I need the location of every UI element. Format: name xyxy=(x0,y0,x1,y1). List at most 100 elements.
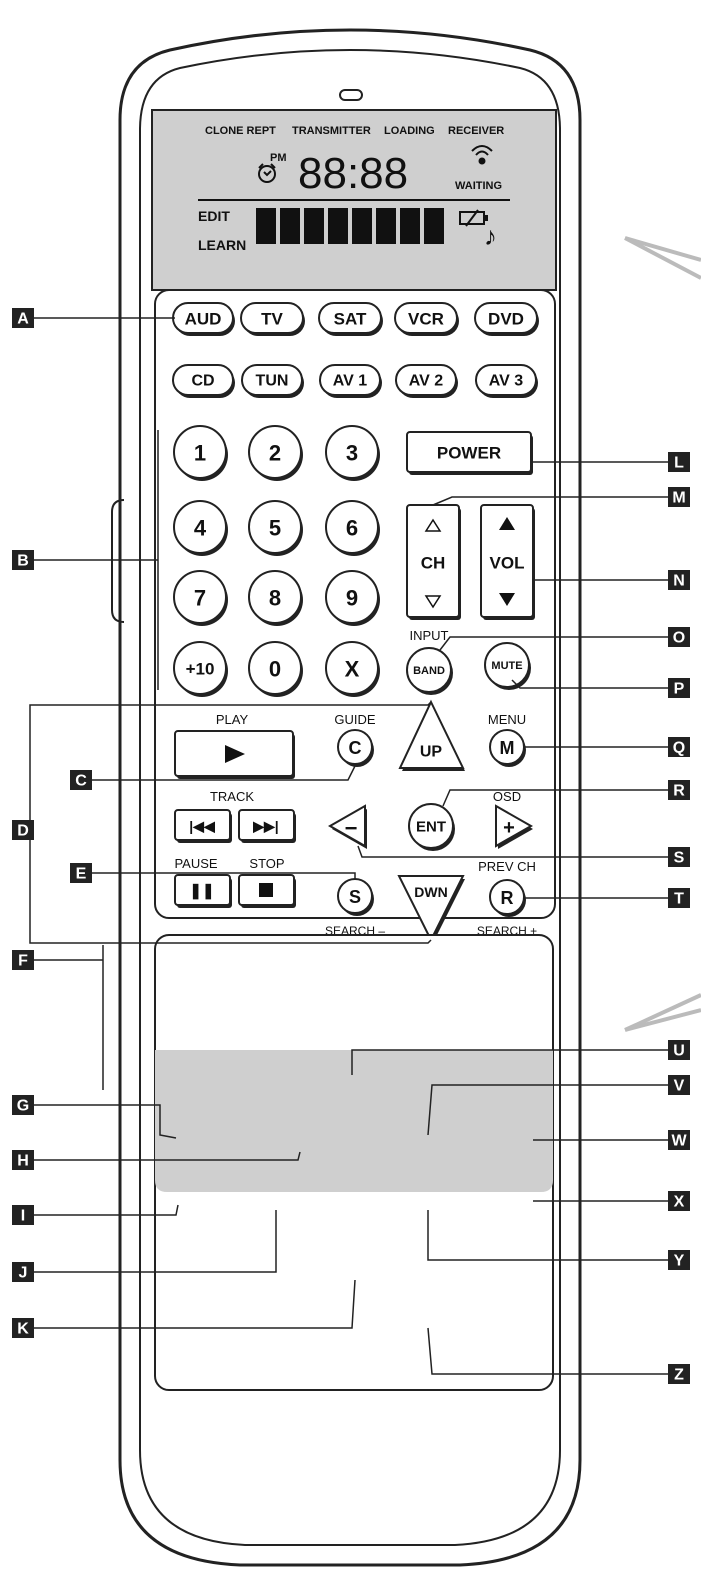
callout-o: O xyxy=(668,627,690,647)
callout-e: E xyxy=(70,863,92,883)
source-button-av3[interactable]: AV 3 xyxy=(475,364,538,398)
source-button-tv[interactable]: TV xyxy=(240,302,305,336)
source-button-av2-label: AV 2 xyxy=(409,373,443,390)
source-button-av1[interactable]: AV 1 xyxy=(319,364,382,398)
callout-g: G xyxy=(12,1095,34,1115)
source-button-aud[interactable]: AUD xyxy=(172,302,235,336)
svg-text:K: K xyxy=(17,1321,29,1338)
band-button[interactable]: BAND xyxy=(406,647,453,695)
source-button-vcr[interactable]: VCR xyxy=(394,302,459,336)
minus-button[interactable]: − xyxy=(327,804,367,849)
lcd-status-receiver: RECEIVER xyxy=(448,125,504,137)
background-decorations xyxy=(624,236,701,1032)
channel-rocker[interactable]: CH xyxy=(406,504,461,620)
keypad-button-9-label: 9 xyxy=(346,586,358,611)
keypad-button-plus10[interactable]: +10 xyxy=(173,641,228,697)
callout-k: K xyxy=(12,1318,34,1338)
keypad-button-4[interactable]: 4 xyxy=(173,500,228,556)
side-grip xyxy=(111,499,125,623)
play-button[interactable] xyxy=(174,730,295,779)
track-next-button[interactable]: ▶▶| xyxy=(238,809,296,843)
leader-line xyxy=(29,701,432,820)
callout-r: R xyxy=(668,780,690,800)
minus-button-label: − xyxy=(345,816,358,841)
keypad-button-1-label: 1 xyxy=(194,441,206,466)
svg-text:L: L xyxy=(674,455,684,472)
pause-button[interactable]: ❚❚ xyxy=(174,874,232,908)
keypad-button-9[interactable]: 9 xyxy=(325,570,380,626)
keypad-button-0-label: 0 xyxy=(269,657,281,682)
svg-text:J: J xyxy=(19,1265,28,1282)
plus-button-label: + xyxy=(503,817,515,839)
power-button[interactable]: POWER xyxy=(406,431,533,475)
callout-w: W xyxy=(668,1130,690,1150)
battery-icon xyxy=(459,209,488,227)
volume-up-icon xyxy=(499,517,515,530)
svg-text:T: T xyxy=(674,891,684,908)
volume-rocker[interactable]: VOL xyxy=(480,504,535,620)
keypad-button-5[interactable]: 5 xyxy=(248,500,303,556)
callout-n: N xyxy=(668,570,690,590)
stop-button[interactable] xyxy=(238,874,296,908)
callout-v: V xyxy=(668,1075,690,1095)
ir-led-window xyxy=(339,89,363,101)
plus-button[interactable]: + xyxy=(495,804,534,849)
lcd-edit: EDIT xyxy=(198,208,230,224)
keypad-button-0[interactable]: 0 xyxy=(248,641,303,697)
mute-button-label: MUTE xyxy=(491,660,522,672)
keypad-button-2[interactable]: 2 xyxy=(248,425,303,481)
up-button[interactable]: UP xyxy=(398,699,465,771)
svg-text:X: X xyxy=(674,1194,685,1211)
source-button-av2[interactable]: AV 2 xyxy=(395,364,458,398)
search-minus-button[interactable]: S xyxy=(337,878,374,916)
channel-down-icon xyxy=(424,595,442,609)
leader-line xyxy=(427,1327,668,1375)
source-button-sat[interactable]: SAT xyxy=(318,302,383,336)
callout-s: S xyxy=(668,847,690,867)
keypad-button-3[interactable]: 3 xyxy=(325,425,380,481)
keypad-button-7[interactable]: 7 xyxy=(173,570,228,626)
leader-line xyxy=(34,1104,177,1139)
keypad-button-1[interactable]: 1 xyxy=(173,425,228,481)
lcd-pm: PM xyxy=(270,152,287,164)
svg-text:Q: Q xyxy=(673,740,685,757)
callout-a: A xyxy=(12,308,34,328)
alarm-clock-icon xyxy=(258,163,276,183)
svg-text:I: I xyxy=(21,1208,25,1225)
play-icon xyxy=(225,745,245,763)
callout-p: P xyxy=(668,678,690,698)
keypad-button-3-label: 3 xyxy=(346,441,358,466)
source-button-av1-label: AV 1 xyxy=(333,373,367,390)
lcd-status-transmitter: TRANSMITTER xyxy=(292,125,371,137)
callout-f: F xyxy=(12,950,34,970)
keypad-button-8[interactable]: 8 xyxy=(248,570,303,626)
leader-line xyxy=(92,872,356,880)
enter-button[interactable]: ENT xyxy=(408,803,455,851)
keypad-button-X[interactable]: X xyxy=(325,641,380,697)
source-button-tv-label: TV xyxy=(261,310,283,329)
lcd-learn: LEARN xyxy=(198,237,246,253)
leader-line xyxy=(29,840,432,944)
volume-down-icon xyxy=(499,593,515,606)
svg-text:O: O xyxy=(673,630,685,647)
keypad-button-6-label: 6 xyxy=(346,516,358,541)
source-button-vcr-label: VCR xyxy=(408,310,444,329)
leader-line xyxy=(439,636,668,651)
keypad-button-plus10-label: +10 xyxy=(186,660,215,679)
callout-q: Q xyxy=(668,737,690,757)
keypad-button-6[interactable]: 6 xyxy=(325,500,380,556)
guide-button[interactable]: C xyxy=(337,729,374,767)
band-button-label: BAND xyxy=(413,665,445,677)
mute-button[interactable]: MUTE xyxy=(484,642,531,690)
svg-text:Y: Y xyxy=(674,1253,685,1270)
track-previous-button[interactable]: |◀◀ xyxy=(174,809,232,843)
down-button[interactable]: DWN xyxy=(397,875,465,943)
source-button-tun[interactable]: TUN xyxy=(241,364,304,398)
menu-button[interactable]: M xyxy=(489,729,526,767)
source-button-cd[interactable]: CD xyxy=(172,364,235,398)
source-button-dvd[interactable]: DVD xyxy=(474,302,539,336)
callout-c: C xyxy=(70,770,92,790)
search-minus-button-label: S xyxy=(349,887,361,907)
prev-ch-label: PREV CH xyxy=(478,859,536,874)
prev-ch-button[interactable]: R xyxy=(489,879,526,917)
